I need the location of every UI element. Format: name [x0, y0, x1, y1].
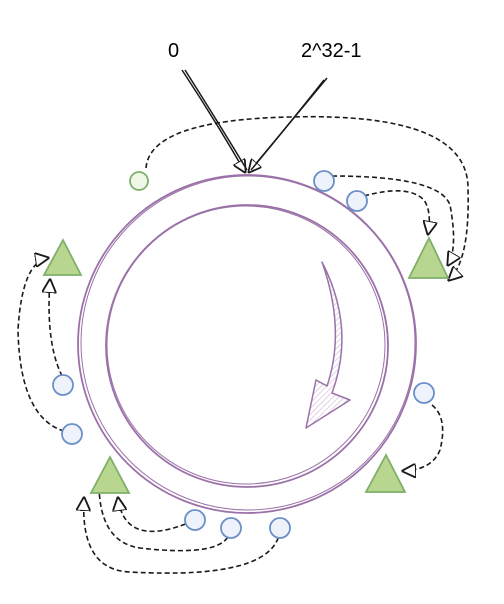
triangle-icon	[89, 455, 131, 494]
circle-icon	[413, 382, 435, 404]
ring-outer-sketch	[80, 175, 416, 511]
ring-outer	[77, 174, 417, 514]
circle-icon	[52, 374, 74, 396]
triangle-icon	[407, 235, 450, 279]
triangle-icon	[42, 238, 83, 276]
mapping-arrow-bottom-3	[84, 498, 281, 574]
circle-icon	[184, 509, 206, 531]
circle-icon	[269, 517, 291, 539]
hash-ring	[77, 174, 417, 514]
triangle-icon	[364, 453, 407, 493]
circle-icon	[129, 171, 149, 191]
ring-start-label: 0	[168, 40, 180, 62]
key-node-green	[129, 171, 149, 191]
mapping-arrow-left-1	[49, 280, 67, 384]
ring-inner-sketch	[106, 205, 386, 485]
clockwise-arrow-icon	[305, 261, 351, 429]
mapping-arrow-bottom-2	[99, 480, 231, 552]
circle-icon	[220, 517, 242, 539]
mapping-arrow-right-lower	[403, 404, 444, 471]
mapping-arrows	[17, 115, 469, 574]
mapping-arrow-left-2	[17, 258, 73, 434]
ring-end-label: 2^32-1	[301, 40, 362, 62]
circle-icon	[313, 170, 335, 192]
ring-inner	[105, 204, 389, 488]
circle-icon	[346, 190, 368, 212]
mapping-arrow-top	[145, 115, 469, 280]
mapping-arrow-right-1	[331, 175, 454, 265]
data-key-nodes	[52, 170, 435, 539]
ring-origin-arrows	[181, 69, 328, 172]
server-nodes	[42, 235, 450, 494]
circle-icon	[61, 423, 83, 445]
mapping-arrow-right-2	[363, 190, 429, 234]
mapping-arrow-bottom-1	[118, 498, 194, 533]
